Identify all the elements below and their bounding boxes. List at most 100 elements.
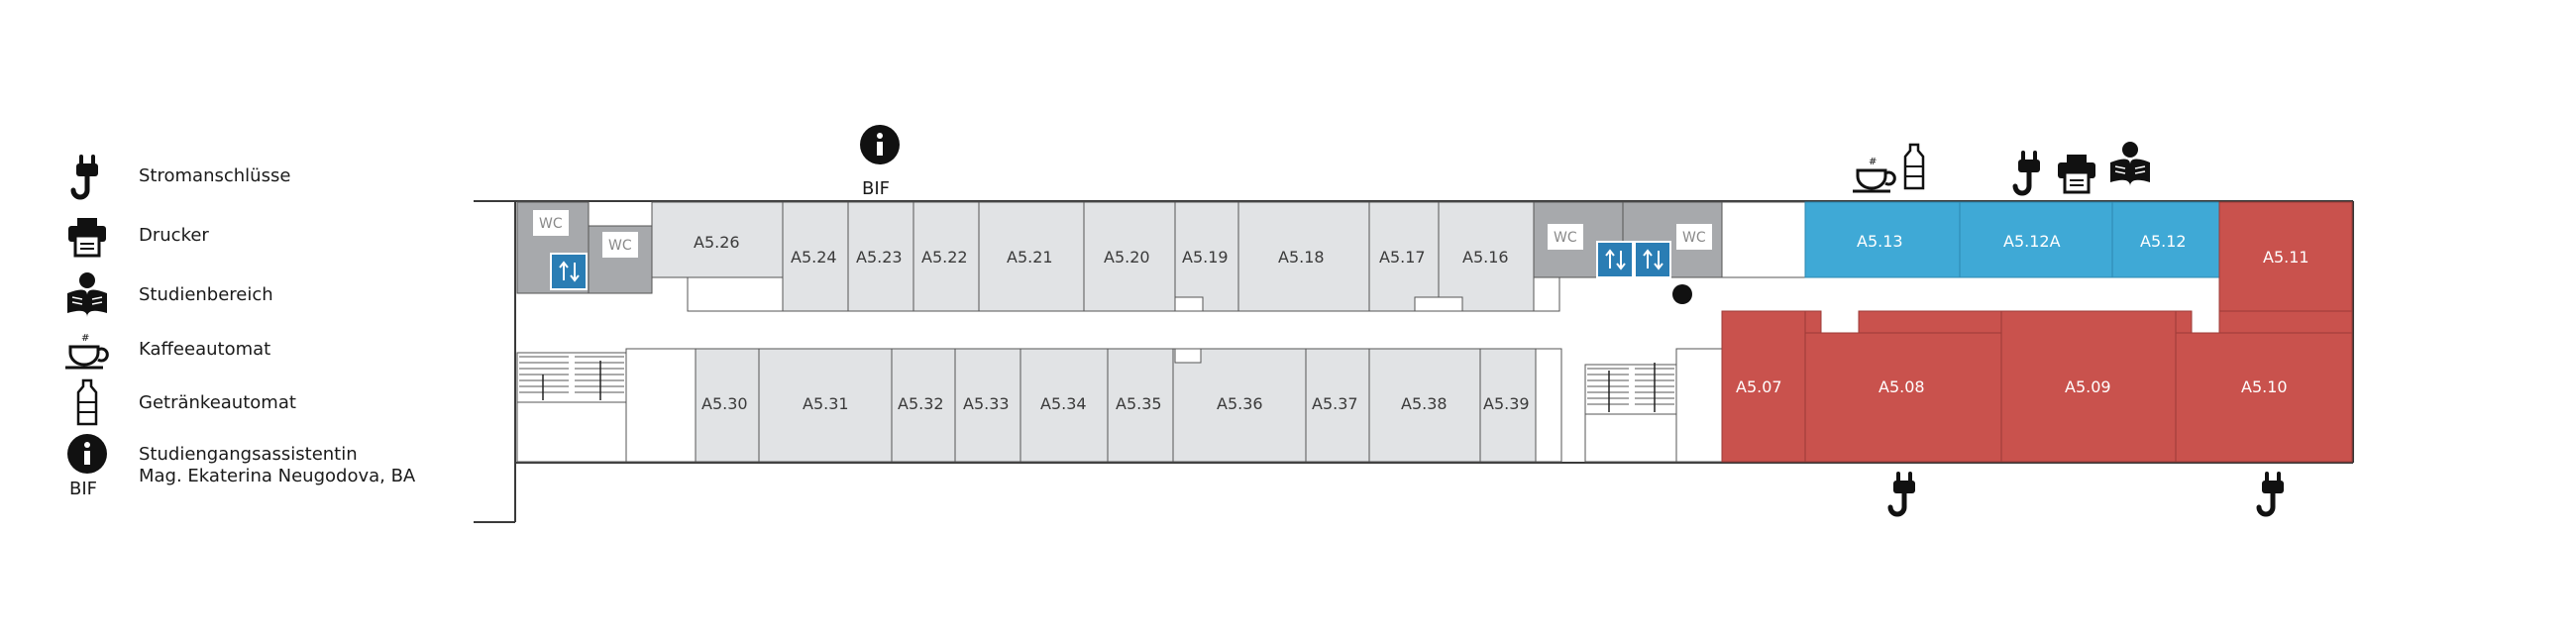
room-a5-33[interactable]	[954, 348, 1021, 463]
corridor-niche	[687, 276, 784, 312]
legend-item-coffee: Kaffeeautomat	[63, 331, 270, 370]
room-a5-36[interactable]	[1172, 348, 1307, 463]
wc-sign	[1676, 224, 1712, 250]
room-unlabeled	[625, 348, 697, 463]
room-label: A5.36	[1217, 394, 1263, 413]
corridor-notch	[1414, 296, 1463, 312]
room-label: A5.08	[1878, 377, 1925, 396]
room-a5-18[interactable]	[1237, 201, 1370, 312]
room-label: A5.12A	[2003, 232, 2061, 251]
legend-item-power: Stromanschlüsse	[73, 157, 290, 197]
room-label: A5.10	[2241, 377, 2288, 396]
room-a5-21[interactable]	[978, 201, 1085, 312]
room-label: A5.33	[963, 394, 1010, 413]
info-icon[interactable]	[860, 125, 900, 164]
room-label: A5.17	[1379, 248, 1426, 267]
room-label: A5.22	[921, 248, 968, 267]
room-label: A5.21	[1007, 248, 1053, 267]
room-a5-12a[interactable]	[1959, 201, 2113, 278]
room-label: A5.13	[1857, 232, 1903, 251]
room-a5-23[interactable]	[847, 201, 914, 312]
legend: Stromanschlüsse Drucker Studienbereich K…	[63, 157, 416, 499]
wc-label: WC	[608, 238, 632, 254]
room-label: A5.35	[1116, 394, 1162, 413]
room-a5-38[interactable]	[1368, 348, 1481, 463]
printer-icon[interactable]	[2056, 153, 2097, 194]
room-a5-34[interactable]	[1020, 348, 1109, 463]
staircase-left	[516, 352, 627, 403]
info-marker-label: BIF	[862, 178, 890, 199]
wc-label: WC	[1682, 230, 1706, 246]
printer-icon	[66, 216, 108, 258]
legend-item-drinks: Getränkeautomat	[76, 378, 296, 426]
room-a5-39[interactable]	[1479, 348, 1537, 463]
north-wing: WC WC A5.26 A5.24 A5.23 A5.22 A5.21 A5.2…	[516, 201, 2353, 312]
legend-label: Getränkeautomat	[139, 392, 296, 413]
legend-item-info: BIF Studiengangsassistentin Mag. Ekateri…	[67, 434, 416, 499]
room-a5-19[interactable]	[1174, 201, 1239, 312]
room-label: A5.20	[1104, 248, 1150, 267]
room-a5-26[interactable]	[651, 201, 784, 278]
room-a5-32[interactable]	[891, 348, 956, 463]
room-label: A5.07	[1736, 377, 1782, 396]
drink-machine-icon	[76, 378, 98, 426]
legend-item-printer: Drucker	[66, 216, 209, 258]
room-label: A5.12	[2140, 232, 2187, 251]
room-unlabeled	[1675, 348, 1723, 463]
room-unlabeled	[1721, 201, 1806, 278]
room-label: A5.09	[2065, 377, 2111, 396]
legend-label: Kaffeeautomat	[139, 339, 270, 360]
location-dot	[1672, 284, 1692, 304]
room-label: A5.26	[694, 233, 740, 252]
room-label: A5.31	[803, 394, 849, 413]
room-label: A5.34	[1040, 394, 1087, 413]
legend-label: Drucker	[139, 225, 209, 246]
room-label: A5.24	[791, 248, 837, 267]
room-a5-20[interactable]	[1083, 201, 1176, 312]
study-area-icon	[66, 271, 108, 318]
room-label: A5.37	[1312, 394, 1358, 413]
legend-info-badge: BIF	[69, 479, 97, 499]
coffee-machine-icon[interactable]	[1851, 155, 1896, 193]
elevator-icon	[550, 253, 588, 290]
drink-machine-icon[interactable]	[1903, 143, 1925, 190]
room-label: A5.39	[1483, 394, 1530, 413]
elevator-icon	[1634, 241, 1671, 278]
room-a5-24[interactable]	[782, 201, 849, 312]
corridor-niche	[1533, 276, 1560, 312]
building-outline	[474, 200, 2354, 523]
study-area-icon[interactable]	[2109, 141, 2151, 187]
room-a5-30[interactable]	[695, 348, 760, 463]
room-a5-17[interactable]	[1368, 201, 1440, 312]
wc-sign	[533, 210, 569, 236]
staircase-right	[1584, 363, 1677, 415]
room-label: A5.30	[701, 394, 748, 413]
corridor-notch	[1174, 296, 1204, 312]
wc-sign	[1548, 224, 1583, 250]
room-unlabeled	[1535, 348, 1562, 463]
coffee-machine-icon	[63, 331, 109, 370]
info-icon	[67, 434, 107, 474]
wc-label: WC	[539, 216, 563, 232]
room-a5-35[interactable]	[1107, 348, 1174, 463]
room-a5-13[interactable]	[1804, 201, 1961, 278]
power-outlet-icon[interactable]	[2015, 153, 2040, 193]
elevator-icon	[1596, 241, 1634, 278]
room-a5-22[interactable]	[912, 201, 980, 312]
room-a5-11[interactable]	[2218, 201, 2353, 312]
room-label: A5.38	[1401, 394, 1448, 413]
power-outlet-icon[interactable]	[1890, 474, 1915, 514]
room-a5-10[interactable]	[2175, 332, 2353, 463]
room-a5-37[interactable]	[1305, 348, 1370, 463]
legend-info-person: Mag. Ekaterina Neugodova, BA	[139, 466, 416, 486]
legend-item-study: Studienbereich	[66, 271, 273, 318]
legend-info-title: Studiengangsassistentin	[139, 444, 358, 465]
corridor-notch	[1174, 348, 1202, 364]
power-outlet-icon[interactable]	[2259, 474, 2284, 514]
room-a5-16[interactable]	[1438, 201, 1535, 312]
room-a5-31[interactable]	[758, 348, 893, 463]
room-label: A5.18	[1278, 248, 1325, 267]
room-a5-08[interactable]	[1804, 332, 2002, 463]
legend-label: Stromanschlüsse	[139, 165, 290, 186]
